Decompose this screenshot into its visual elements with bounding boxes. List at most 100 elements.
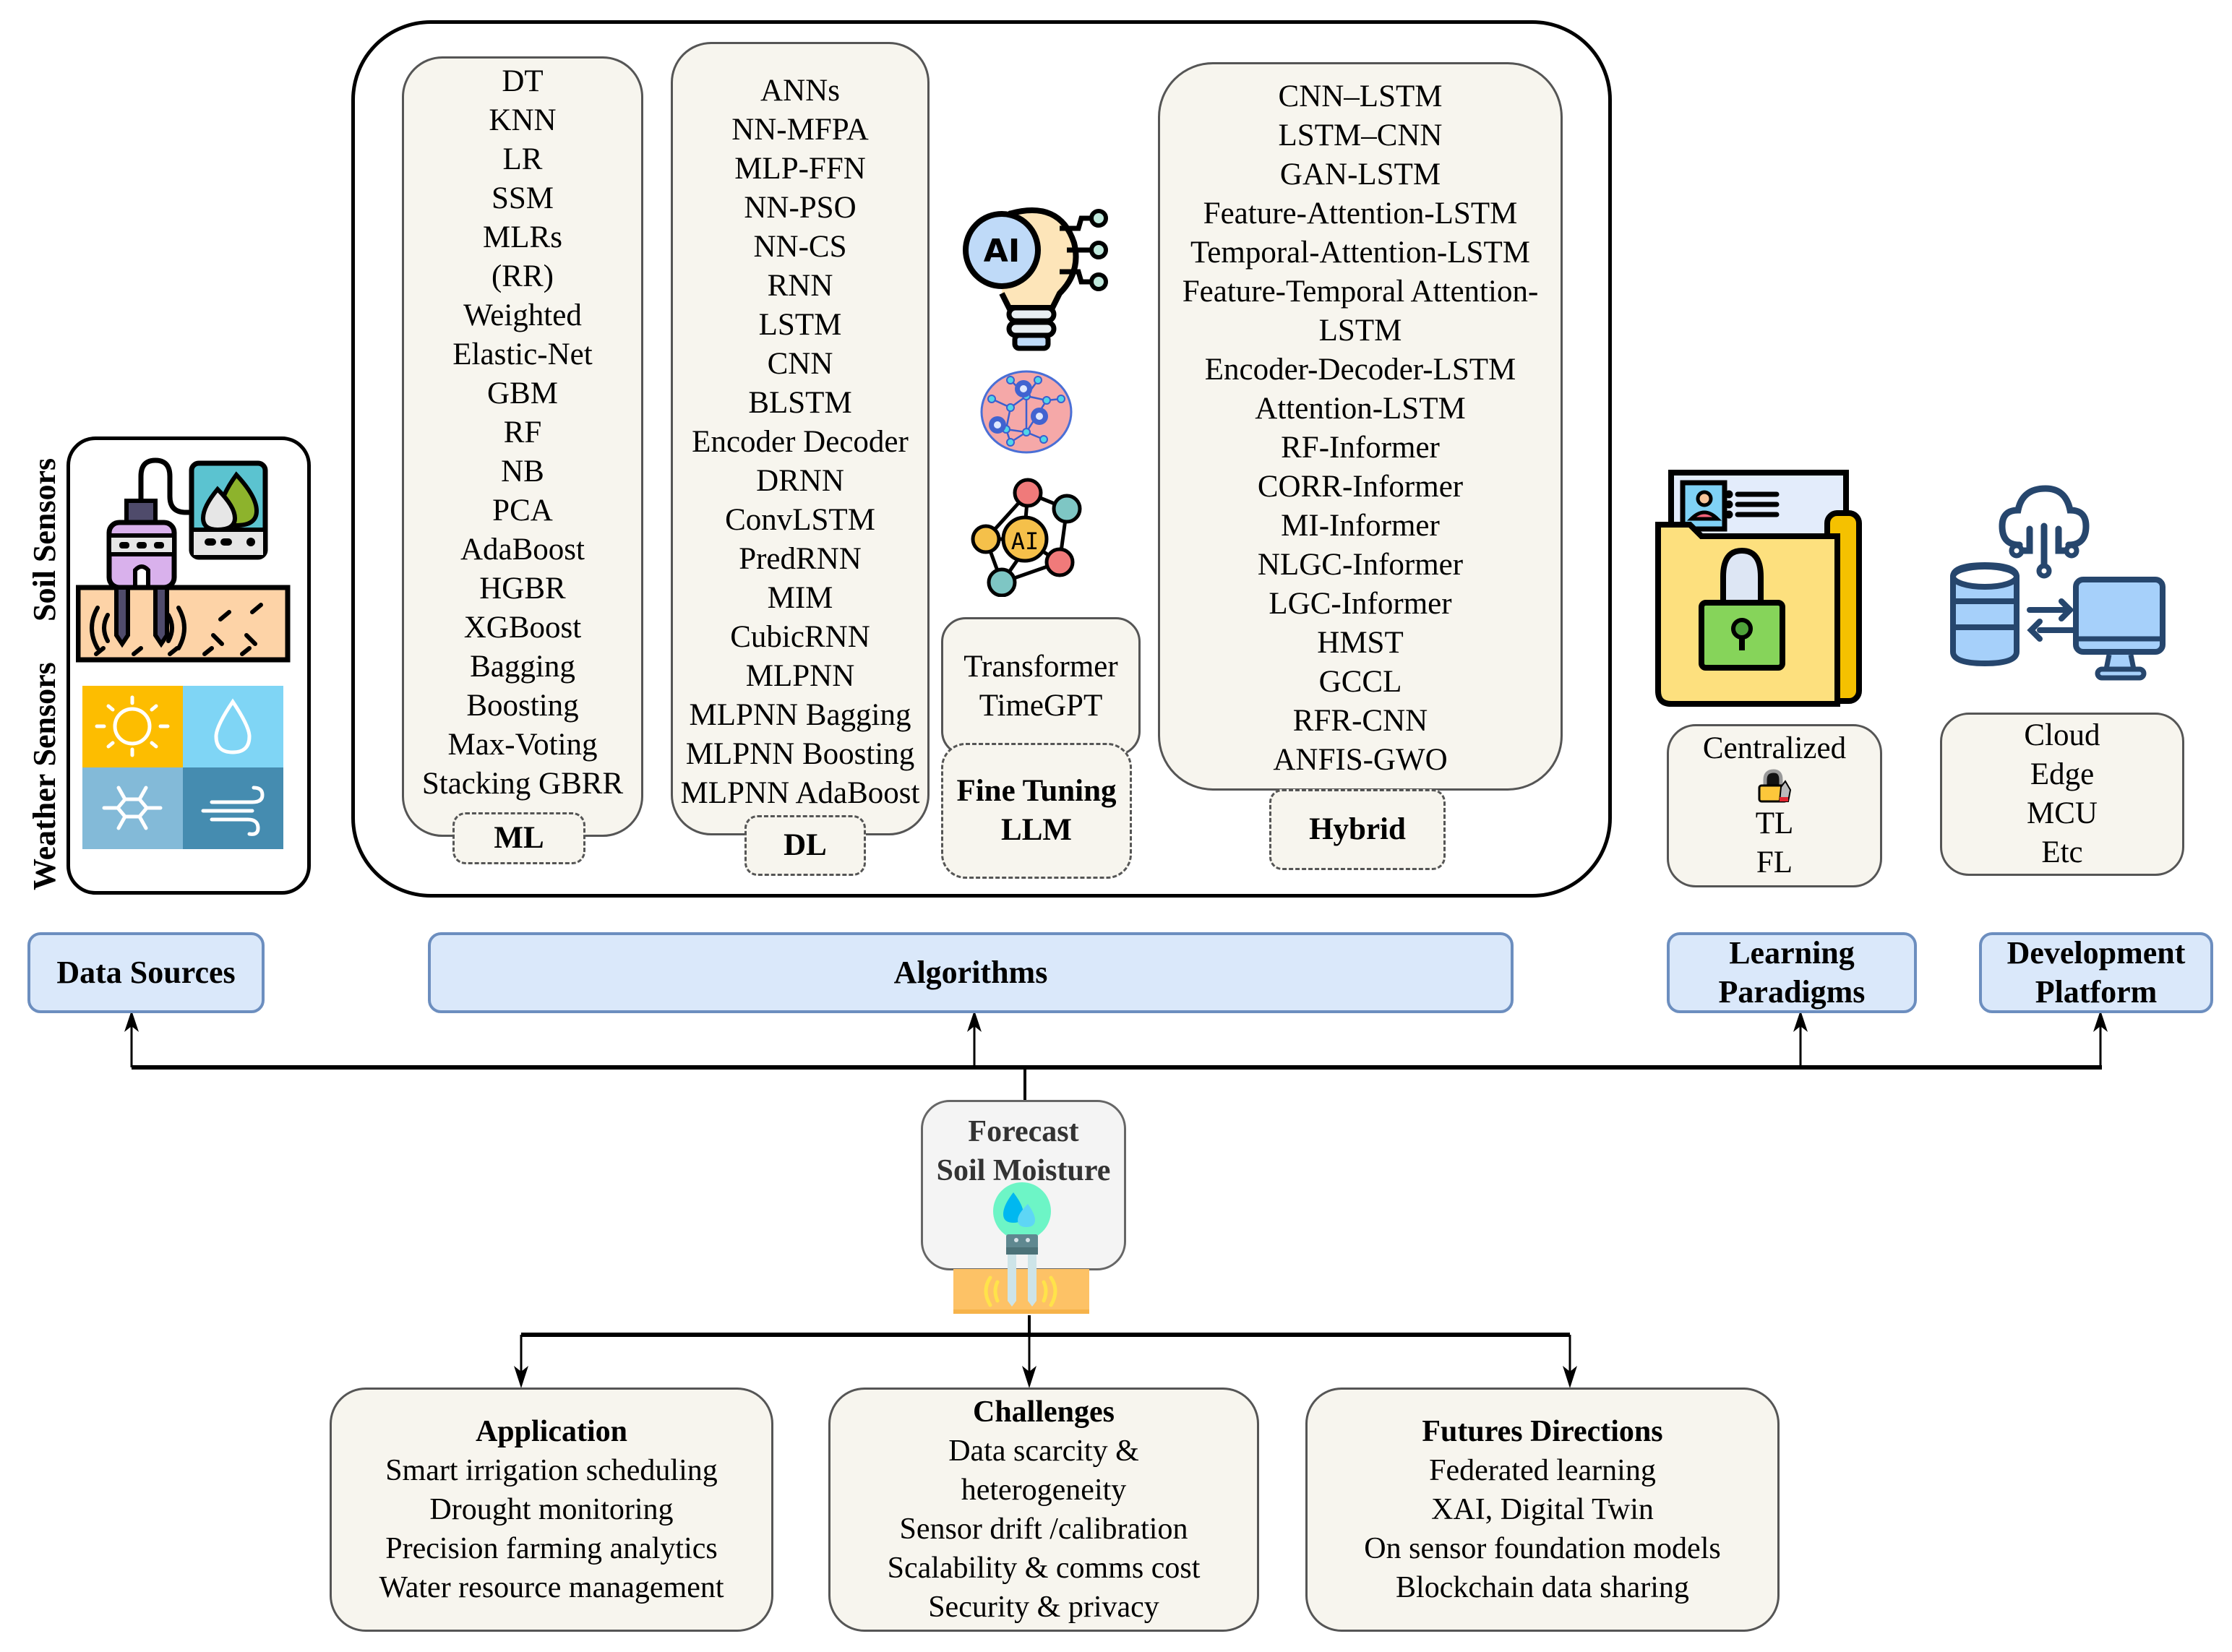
ml-item: KNN [489,103,557,137]
hybrid-item: RF-Informer [1281,431,1440,465]
dl-item: ANNs [760,74,840,108]
data-sources-button[interactable]: Data Sources [27,932,265,1013]
dl-item: MIM [767,581,833,615]
dl-item: NN-MFPA [731,113,869,147]
snowflake-icon [102,786,163,830]
algorithms-button[interactable]: Algorithms [428,932,1514,1013]
llm-tag: Fine Tuning LLM [941,743,1132,879]
ai-lightbulb-icon: AI [963,207,1108,351]
ml-item: GBM [487,377,558,410]
hybrid-item: NLGC-Informer [1257,548,1464,582]
learning-paradigm-item: Centralized [1702,731,1847,765]
platform-item: Edge [2030,757,2095,791]
future-direction-item: Federated learning [1429,1454,1656,1487]
llm-item: TimeGPT [979,689,1103,723]
hybrid-item: GAN-LSTM [1279,158,1441,192]
development-platform-button[interactable]: Development Platform [1979,932,2213,1013]
hybrid-item: CORR-Informer [1257,470,1464,504]
learning-paradigm-item: FL [1756,846,1793,879]
future-direction-item: XAI, Digital Twin [1431,1493,1654,1526]
platform-item: Etc [2041,835,2083,869]
dl-item: RNN [767,269,833,303]
soil-moisture-sensor-icon [953,1182,1089,1314]
ml-item: SSM [491,181,554,215]
dl-item: MLPNN [745,659,855,693]
padlock-pen-icon [1758,769,1792,803]
ml-item: Max-Voting [447,728,598,762]
raindrop-icon [214,698,252,754]
hybrid-item: HMST [1317,626,1404,660]
hybrid-item: CNN–LSTM [1278,79,1443,113]
svg-text:AI: AI [1011,528,1039,555]
hybrid-item: LSTM [1318,314,1402,348]
weather-sensors-label: Weather Sensors [27,662,62,890]
snow-tile [82,767,183,849]
hybrid-tag: Hybrid [1269,789,1446,870]
dl-item: NN-CS [753,230,847,264]
hybrid-item: Feature-Temporal Attention- [1182,275,1539,309]
dl-item: PredRNN [739,542,862,576]
future-direction-item: On sensor foundation models [1364,1532,1721,1565]
ml-item: LR [502,142,543,176]
learning-paradigm-items: Centralized [1703,729,1846,768]
hybrid-item: MI-Informer [1281,509,1440,543]
ml-item: NB [501,455,544,489]
application-item: Drought monitoring [429,1493,674,1526]
ml-item: Weighted [463,298,582,332]
ai-network-icon: AI [971,478,1082,597]
ml-item: HGBR [479,572,566,606]
weather-tiles [82,686,283,849]
future-direction-item: Blockchain data sharing [1396,1571,1689,1604]
secure-folder-icon [1655,470,1862,707]
dl-item: Encoder Decoder [692,425,909,459]
challenge-item: Sensor drift /calibration [899,1513,1188,1546]
hybrid-item: GCCL [1318,665,1402,699]
neural-brain-icon [980,370,1073,454]
ml-item: PCA [492,494,553,528]
rain-tile [183,686,283,767]
dl-item: LSTM [758,308,842,342]
hybrid-item: Feature-Attention-LSTM [1203,197,1518,231]
dl-item: ConvLSTM [725,503,875,537]
dl-tag: DL [744,815,866,876]
hybrid-item: LGC-Informer [1269,587,1452,621]
soil-sensor-icon [76,457,291,663]
dl-item: NN-PSO [744,191,857,225]
ml-item: (RR) [491,259,554,293]
learning-paradigms-list: Centralized TL FL [1667,724,1882,887]
ml-tag: ML [452,812,585,864]
dl-item: CNN [767,347,833,381]
wind-tile [183,767,283,849]
learning-paradigm-items: TL FL [1756,804,1794,882]
challenge-item: Scalability & comms cost [887,1552,1201,1585]
learning-paradigm-item: TL [1755,806,1794,840]
challenge-item: Security & privacy [928,1591,1159,1624]
challenge-item: Data scarcity & [948,1434,1139,1468]
dl-item: MLPNN Boosting [685,737,915,771]
platform-item: MCU [2027,796,2098,830]
llm-item: Transformer [963,650,1118,684]
dl-item: BLSTM [748,386,852,420]
ml-item: RF [503,416,542,449]
wind-icon [201,786,265,836]
challenge-item: heterogeneity [961,1474,1127,1507]
platform-item: Cloud [2024,718,2100,752]
hybrid-item: RFR-CNN [1292,704,1428,738]
ml-item: Bagging [470,650,575,684]
learning-paradigms-button[interactable]: Learning Paradigms [1667,932,1917,1013]
ml-item: AdaBoost [460,533,585,567]
application-item: Smart irrigation scheduling [385,1454,718,1487]
dl-item: CubicRNN [730,620,870,654]
sun-tile [82,686,183,767]
ml-item: XGBoost [463,611,582,645]
data-sources-panel [66,436,311,895]
